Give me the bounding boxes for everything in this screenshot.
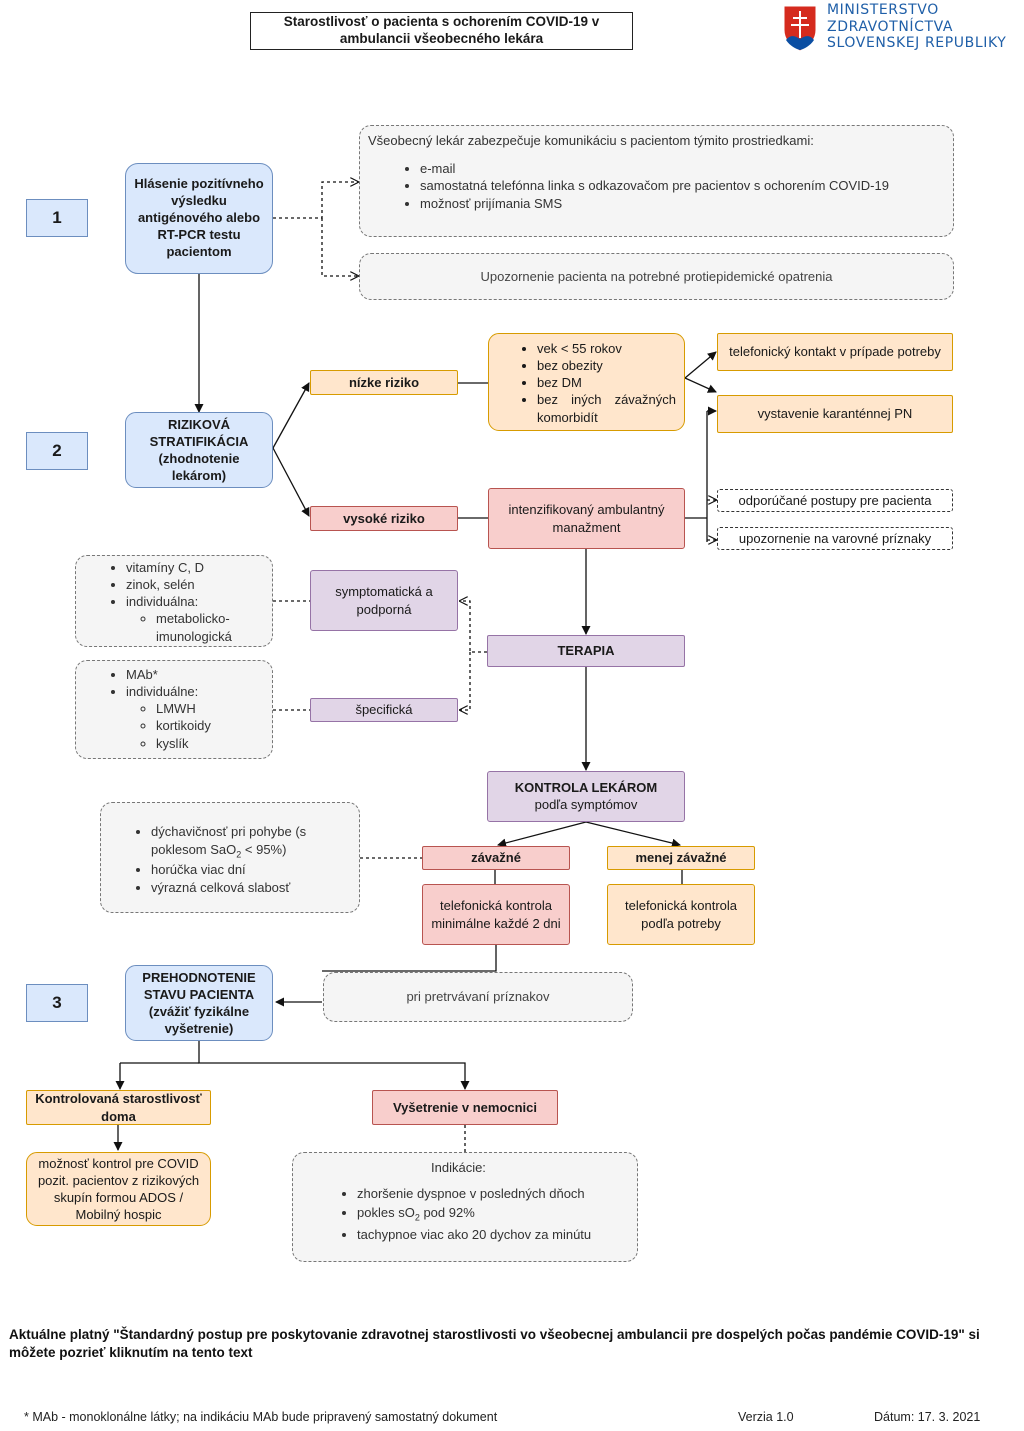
indication-item: zhoršenie dyspnoe v posledných dňoch: [357, 1184, 627, 1204]
indications-list: zhoršenie dyspnoe v posledných dňoch pok…: [303, 1184, 627, 1245]
symptomatic-therapy-list-box: vitamíny C, D zinok, selén individuálna:…: [75, 555, 273, 647]
low-risk-criteria-list: vek < 55 rokov bez obezity bez DM bez in…: [519, 340, 676, 426]
specific-subitem: LMWH: [156, 700, 266, 717]
specific-therapy-list-box: MAb* individuálne: LMWH kortikoidy kyslí…: [75, 660, 273, 759]
page-title: Starostlivosť o pacienta s ochorením COV…: [250, 12, 633, 50]
communication-item: samostatná telefónna linka s odkazovačom…: [420, 177, 945, 195]
step-1-marker: 1: [26, 199, 88, 237]
symptomatic-subitem: metabolicko-imunologická: [156, 610, 266, 644]
specific-list: MAb* individuálne: LMWH kortikoidy kyslí…: [108, 666, 266, 752]
communication-list: e-mail samostatná telefónna linka s odka…: [368, 160, 945, 213]
symptomatic-sublist: metabolicko-imunologická: [126, 610, 266, 644]
indication-item: tachypnoe viac ako 20 dychov za minútu: [357, 1225, 627, 1245]
doctor-control-title: KONTROLA LEKÁROM: [514, 779, 658, 795]
warning-signs-node: upozornenie na varovné príznaky: [717, 527, 953, 550]
recommended-procedures-node: odporúčané postupy pre pacienta: [717, 489, 953, 512]
specific-item-text: individuálne:: [126, 684, 199, 700]
severe-symptoms-list: dýchavičnosť pri pohybe (s poklesom SaO2…: [133, 823, 351, 897]
symptomatic-item: individuálna: metabolicko-imunologická: [126, 593, 266, 644]
specific-item: MAb*: [126, 666, 266, 683]
severe-symptom-text: dýchavičnosť pri pohybe (s poklesom SaO: [151, 824, 307, 857]
persisting-symptoms-box: pri pretrvávaní príznakov: [323, 972, 633, 1022]
patient-reassessment-node: PREHODNOTENIE STAVU PACIENTA (zvážiť fyz…: [125, 965, 273, 1041]
low-risk-node: nízke riziko: [310, 370, 458, 395]
indication-text-end: pod 92%: [419, 1205, 475, 1220]
specific-subitem: kyslík: [156, 735, 266, 752]
step-3-marker: 3: [26, 984, 88, 1022]
date-label: Dátum: 17. 3. 2021: [874, 1410, 981, 1424]
indications-title: Indikácie:: [431, 1160, 486, 1175]
phone-check-every-2-days-node: telefonická kontrola minimálne každé 2 d…: [422, 884, 570, 945]
severe-symptom-item: dýchavičnosť pri pohybe (s poklesom SaO2…: [151, 823, 351, 861]
home-care-options-node: možnosť kontrol pre COVID pozit. pacient…: [26, 1152, 211, 1226]
title-line-2: ambulancii všeobecného lekára: [339, 31, 544, 46]
specific-subitem: kortikoidy: [156, 717, 266, 734]
indication-subscript: 2: [414, 1212, 420, 1223]
therapy-node: TERAPIA: [487, 635, 685, 667]
high-risk-node: vysoké riziko: [310, 506, 458, 531]
symptomatic-item: vitamíny C, D: [126, 559, 266, 576]
specific-sublist: LMWH kortikoidy kyslík: [126, 700, 266, 751]
step-2-marker: 2: [26, 432, 88, 470]
risk-stratification-node: RIZIKOVÁ STRATIFIKÁCIA (zhodnotenie leká…: [125, 412, 273, 488]
logo-line-2: ZDRAVOTNÍCTVA: [827, 18, 954, 35]
symptomatic-supportive-therapy-node: symptomatická a podporná: [310, 570, 458, 631]
positive-result-report-node: Hlásenie pozitívneho výsledku antigénové…: [125, 163, 273, 274]
symptomatic-item-text: individuálna:: [126, 594, 199, 610]
criteria-item: vek < 55 rokov: [537, 340, 676, 357]
doctor-control-node: KONTROLA LEKÁROM podľa symptómov: [487, 771, 685, 822]
specific-therapy-node: špecifická: [310, 698, 458, 722]
severe-symptoms-list-box: dýchavičnosť pri pohybe (s poklesom SaO2…: [100, 802, 360, 913]
indication-item: pokles sO2 pod 92%: [357, 1203, 627, 1225]
epidemic-measures-warning-box: Upozornenie pacienta na potrebné protiep…: [359, 253, 954, 300]
version-label: Verzia 1.0: [738, 1410, 794, 1424]
standard-procedure-link[interactable]: Aktuálne platný "Štandardný postup pre p…: [9, 1327, 980, 1360]
severe-symptom-item: horúčka viac dní: [151, 861, 351, 879]
hospital-indications-box: Indikácie: zhoršenie dyspnoe v poslednýc…: [292, 1152, 638, 1262]
doctor-control-subtitle: podľa symptómov: [534, 796, 638, 812]
criteria-item: bez obezity: [537, 357, 676, 374]
specific-item: individuálne: LMWH kortikoidy kyslík: [126, 683, 266, 752]
severe-symptom-item: výrazná celková slabosť: [151, 879, 351, 897]
severe-node: závažné: [422, 846, 570, 870]
hospital-examination-node: Vyšetrenie v nemocnici: [372, 1090, 558, 1125]
logo-line-1: MINISTERSTVO: [827, 2, 939, 18]
communication-item: možnosť prijímania SMS: [420, 195, 945, 213]
symptomatic-list: vitamíny C, D zinok, selén individuálna:…: [108, 559, 266, 645]
criteria-item: bez iných závažných komorbidít: [537, 391, 676, 425]
low-risk-criteria-box: vek < 55 rokov bez obezity bez DM bez in…: [488, 333, 685, 431]
phone-contact-node: telefonický kontakt v prípade potreby: [717, 333, 953, 371]
mab-footnote: * MAb - monoklonálne látky; na indikáciu…: [24, 1410, 498, 1424]
quarantine-sick-leave-node: vystavenie karanténnej PN: [717, 395, 953, 433]
title-line-1: Starostlivosť o pacienta s ochorením COV…: [283, 14, 600, 30]
phone-check-as-needed-node: telefonická kontrola podľa potreby: [607, 884, 755, 945]
communication-item: e-mail: [420, 160, 945, 178]
severe-symptom-text-end: < 95%): [241, 841, 287, 857]
logo-line-3: SLOVENSKEJ REPUBLIKY: [827, 35, 1007, 52]
communication-means-box: Všeobecný lekár zabezpečuje komunikáciu …: [359, 125, 954, 237]
criteria-item: bez DM: [537, 374, 676, 391]
severe-symptom-subscript: 2: [236, 849, 242, 860]
less-severe-node: menej závažné: [607, 846, 755, 870]
ministry-logo: MINISTERSTVO ZDRAVOTNÍCTVA SLOVENSKEJ RE…: [782, 2, 1017, 62]
intensified-management-node: intenzifikovaný ambulantný manažment: [488, 488, 685, 549]
communication-intro: Všeobecný lekár zabezpečuje komunikáciu …: [368, 133, 814, 148]
indication-text: pokles sO: [357, 1205, 415, 1220]
slovak-coat-of-arms-icon: [783, 5, 817, 52]
home-care-node: Kontrolovaná starostlivosť doma: [26, 1090, 211, 1125]
symptomatic-item: zinok, selén: [126, 576, 266, 593]
